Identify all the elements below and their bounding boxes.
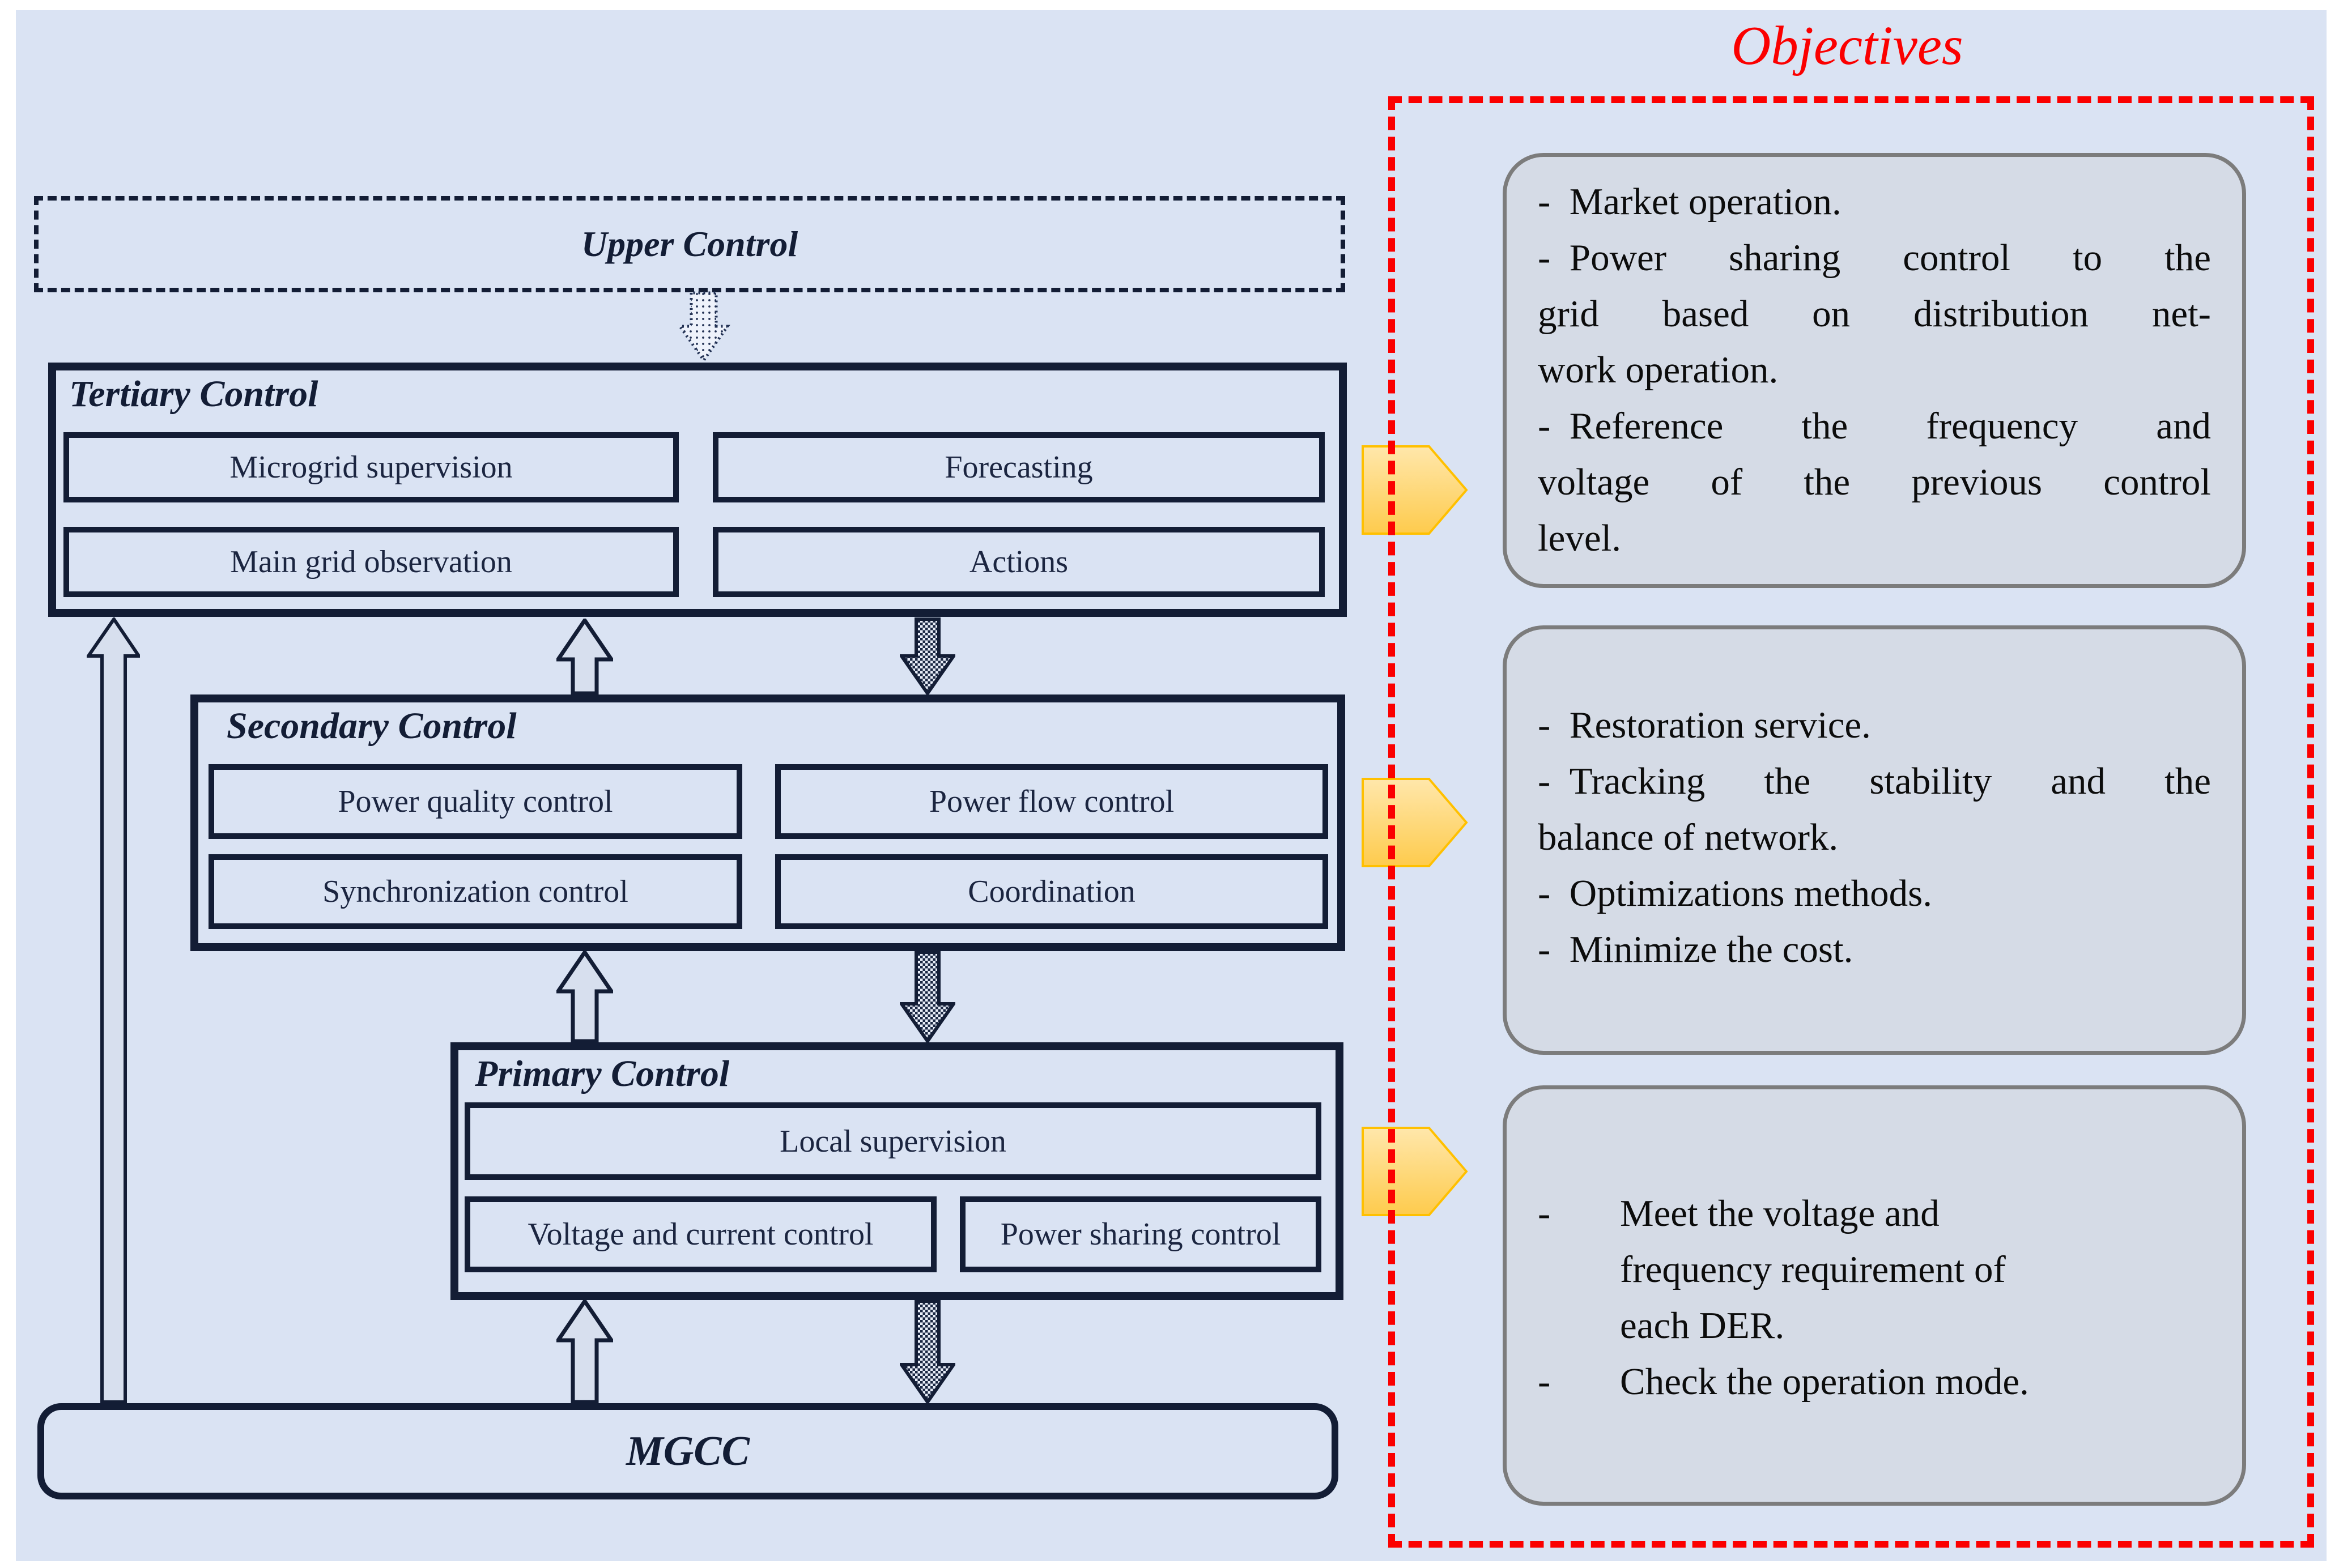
objective-line-text: each DER. [1620, 1305, 1785, 1347]
objective-line: - Power sharing control to the [1538, 237, 2211, 279]
secondary-to-tertiary-up-arrow-icon [556, 619, 613, 695]
objective-line: work operation. [1538, 349, 1779, 391]
secondary-item-synchronization-control: Synchronization control [209, 854, 742, 929]
objective-line: - Reference the frequency and [1538, 405, 2211, 447]
tertiary-item-microgrid-supervision: Microgrid supervision [63, 432, 679, 502]
objective-line: - Tracking the stability and the [1538, 760, 2211, 802]
objective-line: each DER. [1538, 1298, 2211, 1354]
tertiary-item-forecasting: Forecasting [713, 432, 1325, 502]
objective-line: - Minimize the cost. [1538, 928, 1853, 970]
objective-line: balance of network. [1538, 816, 1839, 858]
secondary-item-power-quality-control: Power quality control [209, 764, 742, 839]
objective-line: - Meet the voltage and [1538, 1186, 2211, 1242]
mgcc-label: MGCC [626, 1428, 750, 1475]
primary-item-local-supervision: Local supervision [465, 1102, 1321, 1180]
objective-box-primary: - Meet the voltage and frequency require… [1503, 1085, 2246, 1506]
objective-line: frequency requirement of [1538, 1242, 2211, 1298]
tertiary-to-secondary-down-arrow-icon [900, 617, 955, 695]
objective-line-text: frequency requirement of [1620, 1249, 2006, 1290]
objective-line: - Restoration service. [1538, 704, 1871, 746]
objective-line: level. [1538, 517, 1621, 559]
primary-control-title: Primary Control [475, 1053, 730, 1094]
objective-line: grid based on distribution net- [1538, 293, 2211, 335]
secondary-item-power-flow-control: Power flow control [775, 764, 1328, 839]
objective-box-tertiary: - Market operation. - Power sharing cont… [1503, 153, 2246, 588]
objective-line: - Check the operation mode. [1538, 1354, 2211, 1410]
primary-to-mgcc-down-arrow-icon [900, 1299, 955, 1404]
primary-control-box [450, 1042, 1343, 1300]
objective-line: voltage of the previous control [1538, 461, 2211, 503]
objective-line: - Market operation. [1538, 181, 1842, 223]
tertiary-item-actions: Actions [713, 527, 1325, 597]
tertiary-item-main-grid-observation: Main grid observation [63, 527, 679, 597]
mgcc-to-tertiary-up-arrow-icon [87, 617, 140, 1404]
upper-to-tertiary-down-arrow-icon [677, 291, 730, 363]
objective-box-secondary: - Restoration service. - Tracking the st… [1503, 625, 2246, 1055]
objective-line-text: Meet the voltage and [1620, 1192, 1940, 1234]
upper-control-box: Upper Control [34, 196, 1345, 292]
tertiary-control-box [48, 363, 1347, 617]
upper-control-label: Upper Control [581, 224, 798, 264]
secondary-control-box [190, 694, 1345, 951]
secondary-item-coordination: Coordination [775, 854, 1328, 929]
tertiary-control-title: Tertiary Control [69, 373, 318, 415]
primary-item-voltage-and-current-control: Voltage and current control [465, 1196, 937, 1272]
secondary-to-primary-down-arrow-icon [900, 951, 955, 1043]
objectives-title: Objectives [1731, 15, 1963, 76]
objective-line-text: Check the operation mode. [1620, 1361, 2029, 1403]
objectives-panel-border [1388, 96, 2314, 1548]
objective-line: - Optimizations methods. [1538, 872, 1932, 914]
primary-to-secondary-up-arrow-icon [556, 951, 613, 1043]
mgcc-box: MGCC [37, 1403, 1338, 1499]
secondary-control-title: Secondary Control [227, 705, 517, 747]
bullet-dash: - [1538, 1192, 1551, 1234]
primary-item-power-sharing-control: Power sharing control [960, 1196, 1321, 1272]
bullet-dash: - [1538, 1361, 1551, 1403]
mgcc-to-primary-up-arrow-icon [556, 1299, 613, 1404]
